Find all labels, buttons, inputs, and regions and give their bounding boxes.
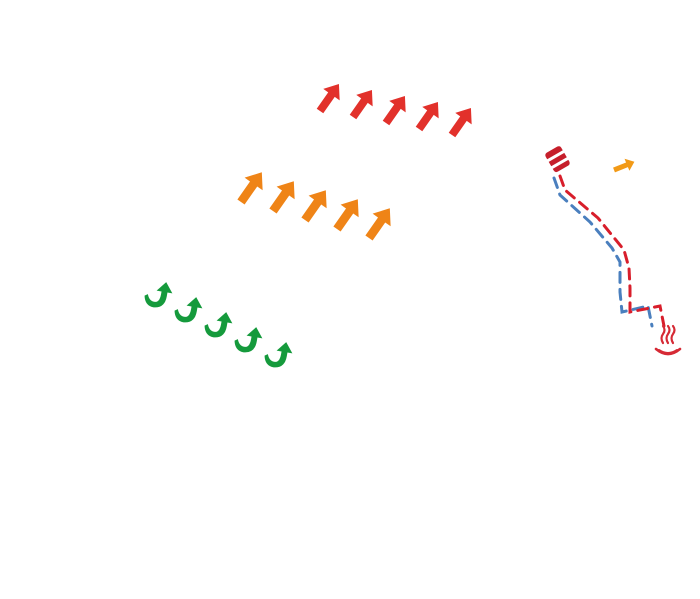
orange-arrow-row	[231, 165, 399, 245]
orange-arrow-4-up-right-arrow-icon	[327, 192, 367, 236]
green-arrow-row	[142, 278, 295, 371]
green-arrow-2-hook-up-arrow-icon	[172, 293, 205, 326]
red-dashed-route	[558, 174, 666, 328]
green-arrow-5-hook-up-arrow-icon	[262, 338, 295, 371]
orange-arrow-1-up-right-arrow-icon	[231, 165, 271, 209]
red-arrow-2-up-right-arrow-icon	[344, 84, 381, 123]
hot-spring-icon	[654, 324, 682, 356]
red-arrow-1-up-right-arrow-icon	[311, 78, 348, 117]
green-arrow-1-hook-up-arrow-icon	[142, 278, 175, 311]
red-arrow-4-up-right-arrow-icon	[410, 96, 447, 135]
green-arrow-4-hook-up-arrow-icon	[232, 323, 265, 356]
red-arrow-5-up-right-arrow-icon	[443, 102, 480, 141]
blue-dashed-route	[552, 176, 654, 328]
red-arrow-row	[311, 78, 480, 141]
orange-arrow-2-up-right-arrow-icon	[263, 174, 303, 218]
orange-arrow-5-up-right-arrow-icon	[359, 201, 399, 245]
green-arrow-3-hook-up-arrow-icon	[202, 308, 235, 341]
red-arrow-3-up-right-arrow-icon	[377, 90, 414, 129]
pipe-valve-icon	[545, 146, 570, 173]
orange-arrow-3-up-right-arrow-icon	[295, 183, 335, 227]
small-orange-arrow-icon	[613, 158, 635, 173]
